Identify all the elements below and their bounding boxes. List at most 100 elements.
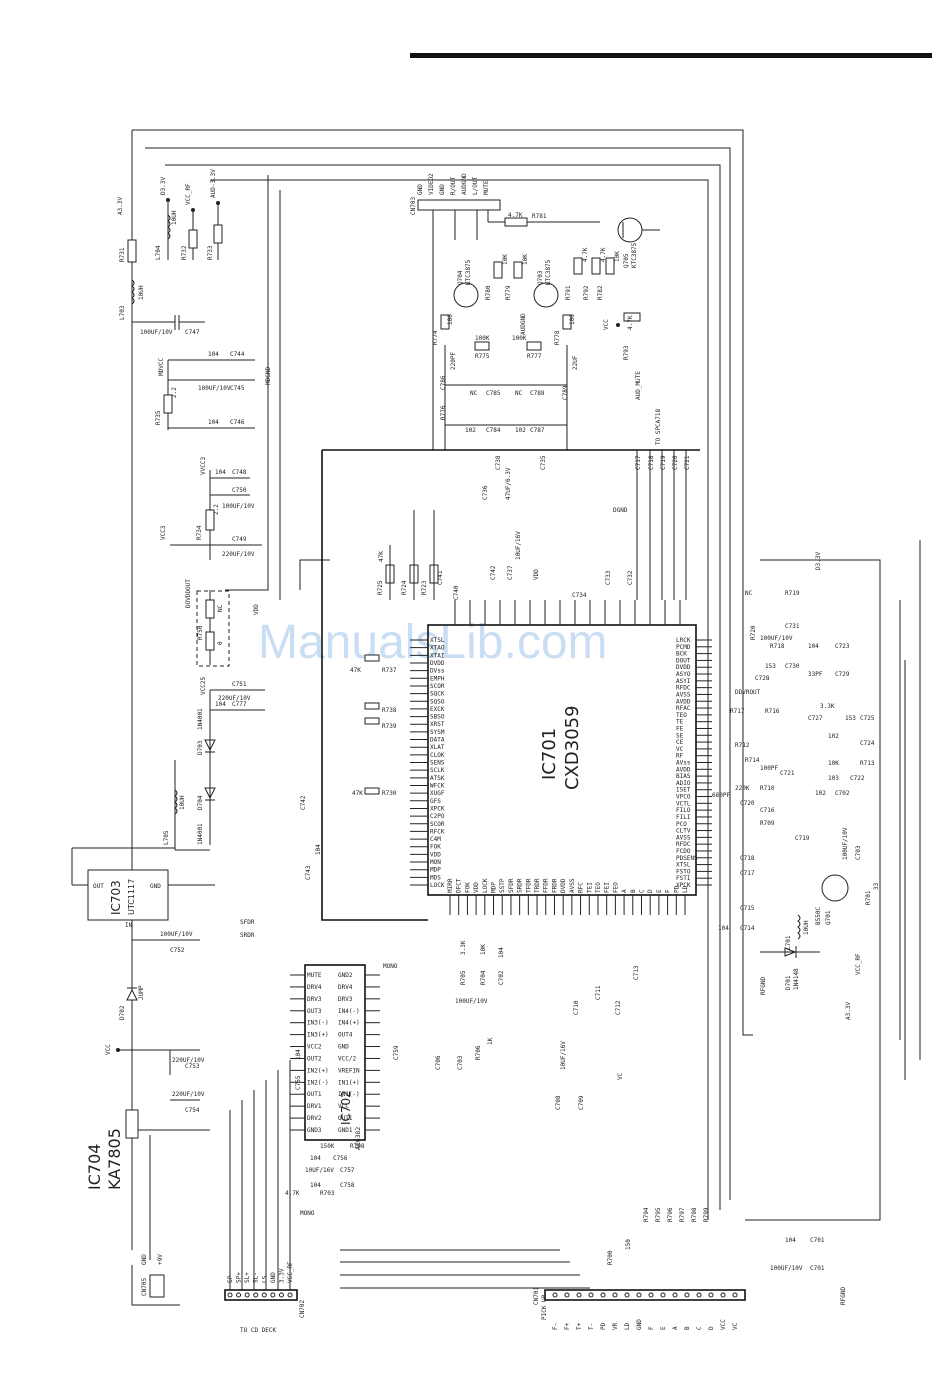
label-r723: R723 — [421, 580, 428, 595]
ic701-pin-right-30: RFDC — [676, 841, 691, 848]
label-c711: C711 — [595, 985, 602, 1000]
label-c703b: C703 — [457, 1055, 464, 1070]
net-d33-right: D3.3V — [815, 552, 822, 570]
label-r706: R706 — [475, 1045, 482, 1060]
ic704-ref: IC704 — [85, 1144, 104, 1190]
cn702-pin-1: SP+ — [236, 1272, 243, 1283]
cn701-pin-12: C — [696, 1326, 703, 1330]
ic701-pin-bottom-17: TEO — [595, 882, 602, 893]
label-q704: Q704 — [457, 270, 464, 285]
ic702-pin-right-7: VCC/2 — [338, 1055, 356, 1062]
label-c784: C784 — [486, 427, 501, 434]
label-c785: C785 — [486, 390, 501, 397]
ic701-pin-left-30: MDP — [430, 867, 441, 874]
cn701-pin-8: F — [648, 1326, 655, 1330]
ic701-pin-left-18: ATSK — [430, 775, 445, 782]
net-mono-2: MONO — [300, 1210, 315, 1217]
ic701-pin-right-0: LRCK — [676, 637, 691, 644]
net-vcc-rf-right: VCC_RF — [855, 953, 862, 975]
cn701-pin-11: B — [684, 1326, 691, 1330]
label-to-spca718: TO SPCA718 — [655, 408, 662, 445]
label-c714-value: 104 — [718, 925, 729, 932]
label-r730-value: 47K — [352, 790, 363, 797]
label-c729-value: 33PF — [808, 671, 823, 678]
label-r777: R777 — [527, 353, 542, 360]
net-dovdd: DOVDDOUT — [185, 579, 192, 608]
ic701-pin-right-18: AVss — [676, 760, 691, 767]
cn702-pin-5: GND — [270, 1272, 277, 1283]
label-r734: R734 — [196, 525, 203, 540]
ic701-pin-bottom-12: FRDR — [551, 878, 558, 893]
label-c745: C745 — [230, 385, 245, 392]
label-c743-value: 104 — [315, 844, 322, 855]
net-vdd: VDD — [253, 604, 260, 615]
ic702-pin-left-1: DRV4 — [307, 984, 322, 991]
ic701-pin-bottom-22: C — [638, 889, 645, 893]
label-r774: R774 — [432, 330, 439, 345]
label-l701: L701 — [785, 935, 792, 950]
cn701-pin-3: T- — [588, 1323, 595, 1330]
cn702-pin-6: 3.3V — [278, 1268, 285, 1283]
label-r734-value: 2.2 — [213, 504, 220, 515]
label-r777-value: 100K — [512, 335, 527, 342]
ic701-pin-left-3: DVDD — [430, 660, 445, 667]
label-l703-value: 10UH — [138, 285, 145, 300]
ic702-pin-right-8: VREFIN — [338, 1067, 360, 1074]
ic701-pin-bottom-8: SRDR — [517, 878, 524, 893]
label-q703: Q703 — [537, 270, 544, 285]
ic701-block: IC701 CXD3059 XTSLXTAOXTAIDVDDDVssEMPHSC… — [300, 449, 880, 1305]
ic701-pin-right-22: ISET — [676, 787, 691, 794]
ic702-block: IC702 AE6382 MUTEDRV4DRV3OUT3IN3(-)IN3(+… — [240, 919, 640, 1217]
ic701-pin-left-7: SQCK — [430, 691, 445, 698]
label-r730: R730 — [382, 790, 397, 797]
ic702-pin-left-4: IN3(-) — [307, 1020, 329, 1027]
label-c724: C724 — [860, 740, 875, 747]
ic701-pin-left-9: EXCK — [430, 706, 445, 713]
ic702-pin-left-11: DRV1 — [307, 1103, 322, 1110]
label-c756-value: 104 — [310, 1155, 321, 1162]
ic701-pin-left-10: SBSO — [430, 714, 445, 721]
label-c709: C709 — [578, 1095, 585, 1110]
ic701-pin-bottom-27: LD — [682, 885, 689, 893]
net-rfgnd-1: RFGND — [760, 977, 767, 995]
label-c751-value: 220UF/10V — [218, 695, 251, 702]
label-r719: R719 — [785, 590, 800, 597]
label-c708: C708 — [555, 1095, 562, 1110]
ic701-pin-bottom-16: TEI — [586, 882, 593, 893]
label-r779-value: 10K — [522, 254, 529, 265]
transistor-q705 — [617, 217, 643, 243]
label-c712: C712 — [615, 1000, 622, 1015]
cn703-pin-5: AUDGND — [461, 173, 468, 195]
label-r725-value: 47K — [378, 551, 385, 562]
ic701-pin-bottom-21: B — [630, 889, 637, 893]
ic701-pin-right-12: TE — [676, 719, 684, 726]
ic701-pin-right-5: ASYO — [676, 671, 691, 678]
ic701-pin-right-3: DOUT — [676, 657, 691, 664]
ic701-pin-left-32: LOCK — [430, 882, 445, 889]
label-r700-value: 150 — [625, 1239, 632, 1250]
label-r705: R705 — [460, 970, 467, 985]
label-q705-part: KTC3875 — [631, 242, 638, 268]
net-a33: A3.3V — [117, 197, 124, 215]
label-r775-value: 100K — [475, 335, 490, 342]
label-c789-value: 22UF — [572, 355, 579, 370]
label-r713-value: 10K — [828, 760, 839, 767]
ic701-pin-left-0: XTSL — [430, 637, 445, 644]
ic701-pin-right-20: BIAS — [676, 773, 691, 780]
ic701-pin-bottom-11: FFDR — [543, 878, 550, 893]
label-c724-value: 102 — [828, 733, 839, 740]
label-c747-value: 100UF/10V — [140, 329, 173, 336]
transistor-q701 — [821, 874, 849, 902]
label-c713: C713 — [633, 965, 640, 980]
transistor-q704 — [453, 282, 479, 308]
label-c721b: C721 — [780, 770, 795, 777]
net-a33-right: A3.3V — [845, 1002, 852, 1020]
ic701-pin-bottom-10: TRDR — [534, 878, 541, 893]
label-r737-value: 47K — [350, 667, 361, 674]
label-c703: C703 — [855, 845, 862, 860]
label-c721: C721 — [684, 455, 691, 470]
label-d704-value: 1N4001 — [197, 823, 204, 845]
label-c701b-value: 100UF/10V — [770, 1265, 803, 1272]
label-c788-value: NC — [515, 390, 523, 397]
label-r737: R737 — [382, 667, 397, 674]
